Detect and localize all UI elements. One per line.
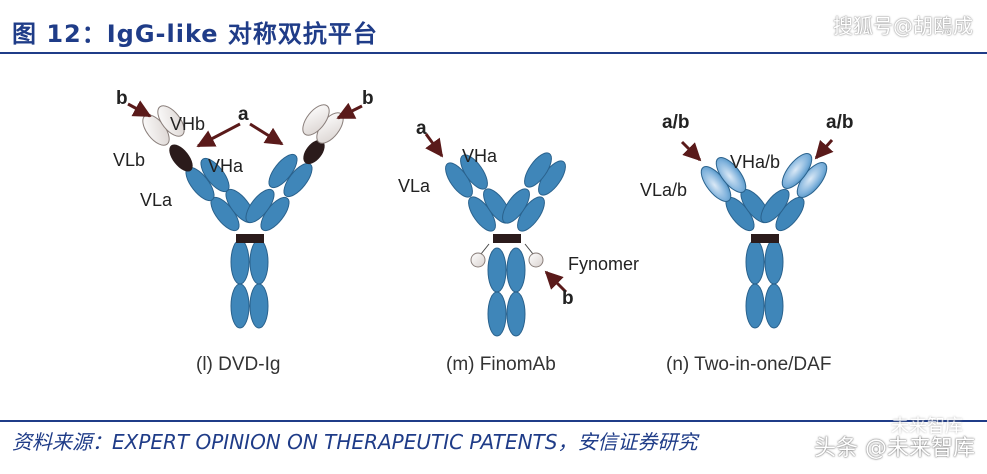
fc-region xyxy=(745,239,784,329)
arrows xyxy=(127,100,363,148)
right-arm xyxy=(245,104,344,232)
label-vlb: VLb xyxy=(113,150,145,170)
label-ab-left: a/b xyxy=(662,112,689,133)
label-b-left: b xyxy=(116,88,128,109)
right-arm xyxy=(760,153,828,232)
fynomer-domains xyxy=(470,243,544,268)
label-a: a xyxy=(238,104,249,125)
label-b: b xyxy=(562,288,574,309)
right-arm xyxy=(502,152,566,232)
figure-title: 图 12：IgG-like 对称双抗平台 xyxy=(12,20,378,48)
hinge xyxy=(751,234,779,243)
label-ab-right: a/b xyxy=(826,112,853,133)
watermark-bottom: 头条 @未来智库 xyxy=(814,436,975,461)
panel-dvd-ig: b a b VHb VLb VHa VLa (l) DVD-Ig xyxy=(113,88,374,375)
label-vhab: VHa/b xyxy=(730,152,780,172)
label-vhb: VHb xyxy=(170,114,205,134)
hinge xyxy=(493,234,521,243)
antibody-diagram: b a b VHb VLb VHa VLa (l) DVD-Ig xyxy=(113,88,853,375)
hinge xyxy=(236,234,264,243)
watermark-top: 搜狐号@胡鴎成 xyxy=(833,14,973,38)
label-fynomer: Fynomer xyxy=(568,254,639,274)
caption-dvd-ig: (l) DVD-Ig xyxy=(196,354,280,375)
caption-two-in-one-daf: (n) Two-in-one/DAF xyxy=(666,354,831,375)
source-note: 资料来源：EXPERT OPINION ON THERAPEUTIC PATEN… xyxy=(12,430,698,454)
label-vha: VHa xyxy=(462,146,498,166)
fc-region xyxy=(230,239,269,329)
caption-finomab: (m) FinomAb xyxy=(446,354,556,375)
label-a: a xyxy=(416,118,427,139)
watermark-bottom-upper: 未来智库 xyxy=(891,416,963,437)
label-vha: VHa xyxy=(208,156,244,176)
arrows xyxy=(424,133,568,294)
label-b-right: b xyxy=(362,88,374,109)
label-vla: VLa xyxy=(140,190,173,210)
title-rule xyxy=(0,52,987,54)
footer-rule xyxy=(0,420,987,422)
panel-two-in-one-daf: a/b a/b VHa/b VLa/b (n) Two-in-one/DAF xyxy=(640,112,853,375)
panel-finomab: a VHa VLa Fynomer b (m) FinomAb xyxy=(398,118,639,375)
label-vla: VLa xyxy=(398,176,431,196)
fc-region xyxy=(487,247,526,337)
arrows xyxy=(680,139,834,162)
left-arm xyxy=(142,105,255,232)
label-vlab: VLa/b xyxy=(640,180,687,200)
